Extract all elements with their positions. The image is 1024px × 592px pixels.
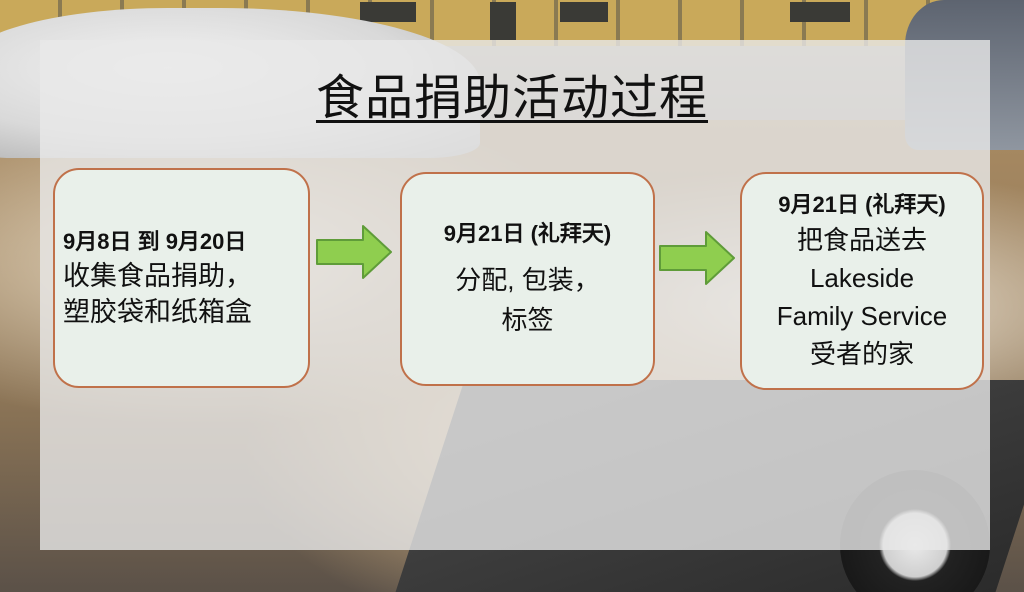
step-text-line: 标签: [501, 305, 554, 335]
slide-title: 食品捐助活动过程: [315, 70, 708, 126]
step-text-line: 分配, 包装，: [455, 265, 600, 295]
step-date: 9月8日 到 9月20日: [63, 229, 247, 254]
background-window: [790, 2, 850, 22]
step-box-collect: 9月8日 到 9月20日 收集食品捐助， 塑胶袋和纸箱盒: [53, 168, 310, 388]
step-text-line: 收集食品捐助，: [63, 261, 252, 291]
step-text-line: Family Service: [776, 301, 948, 331]
step-box-pack: 9月21日 (礼拜天) 分配, 包装， 标签: [400, 172, 655, 386]
step-text-line: 把食品送去: [796, 225, 927, 255]
step-box-deliver: 9月21日 (礼拜天) 把食品送去 Lakeside Family Servic…: [740, 172, 984, 390]
background-window: [560, 2, 608, 22]
step-text-line: Lakeside: [809, 263, 915, 293]
background-window: [360, 2, 416, 22]
step-date: 9月21日 (礼拜天): [443, 221, 612, 246]
step-text-line: 塑胶袋和纸箱盒: [63, 297, 252, 327]
step-date: 9月21日 (礼拜天): [778, 192, 946, 217]
step-text-line: 受者的家: [809, 339, 914, 369]
right-arrow-icon: [659, 231, 735, 285]
background-window: [490, 2, 516, 40]
right-arrow-icon: [316, 225, 392, 279]
